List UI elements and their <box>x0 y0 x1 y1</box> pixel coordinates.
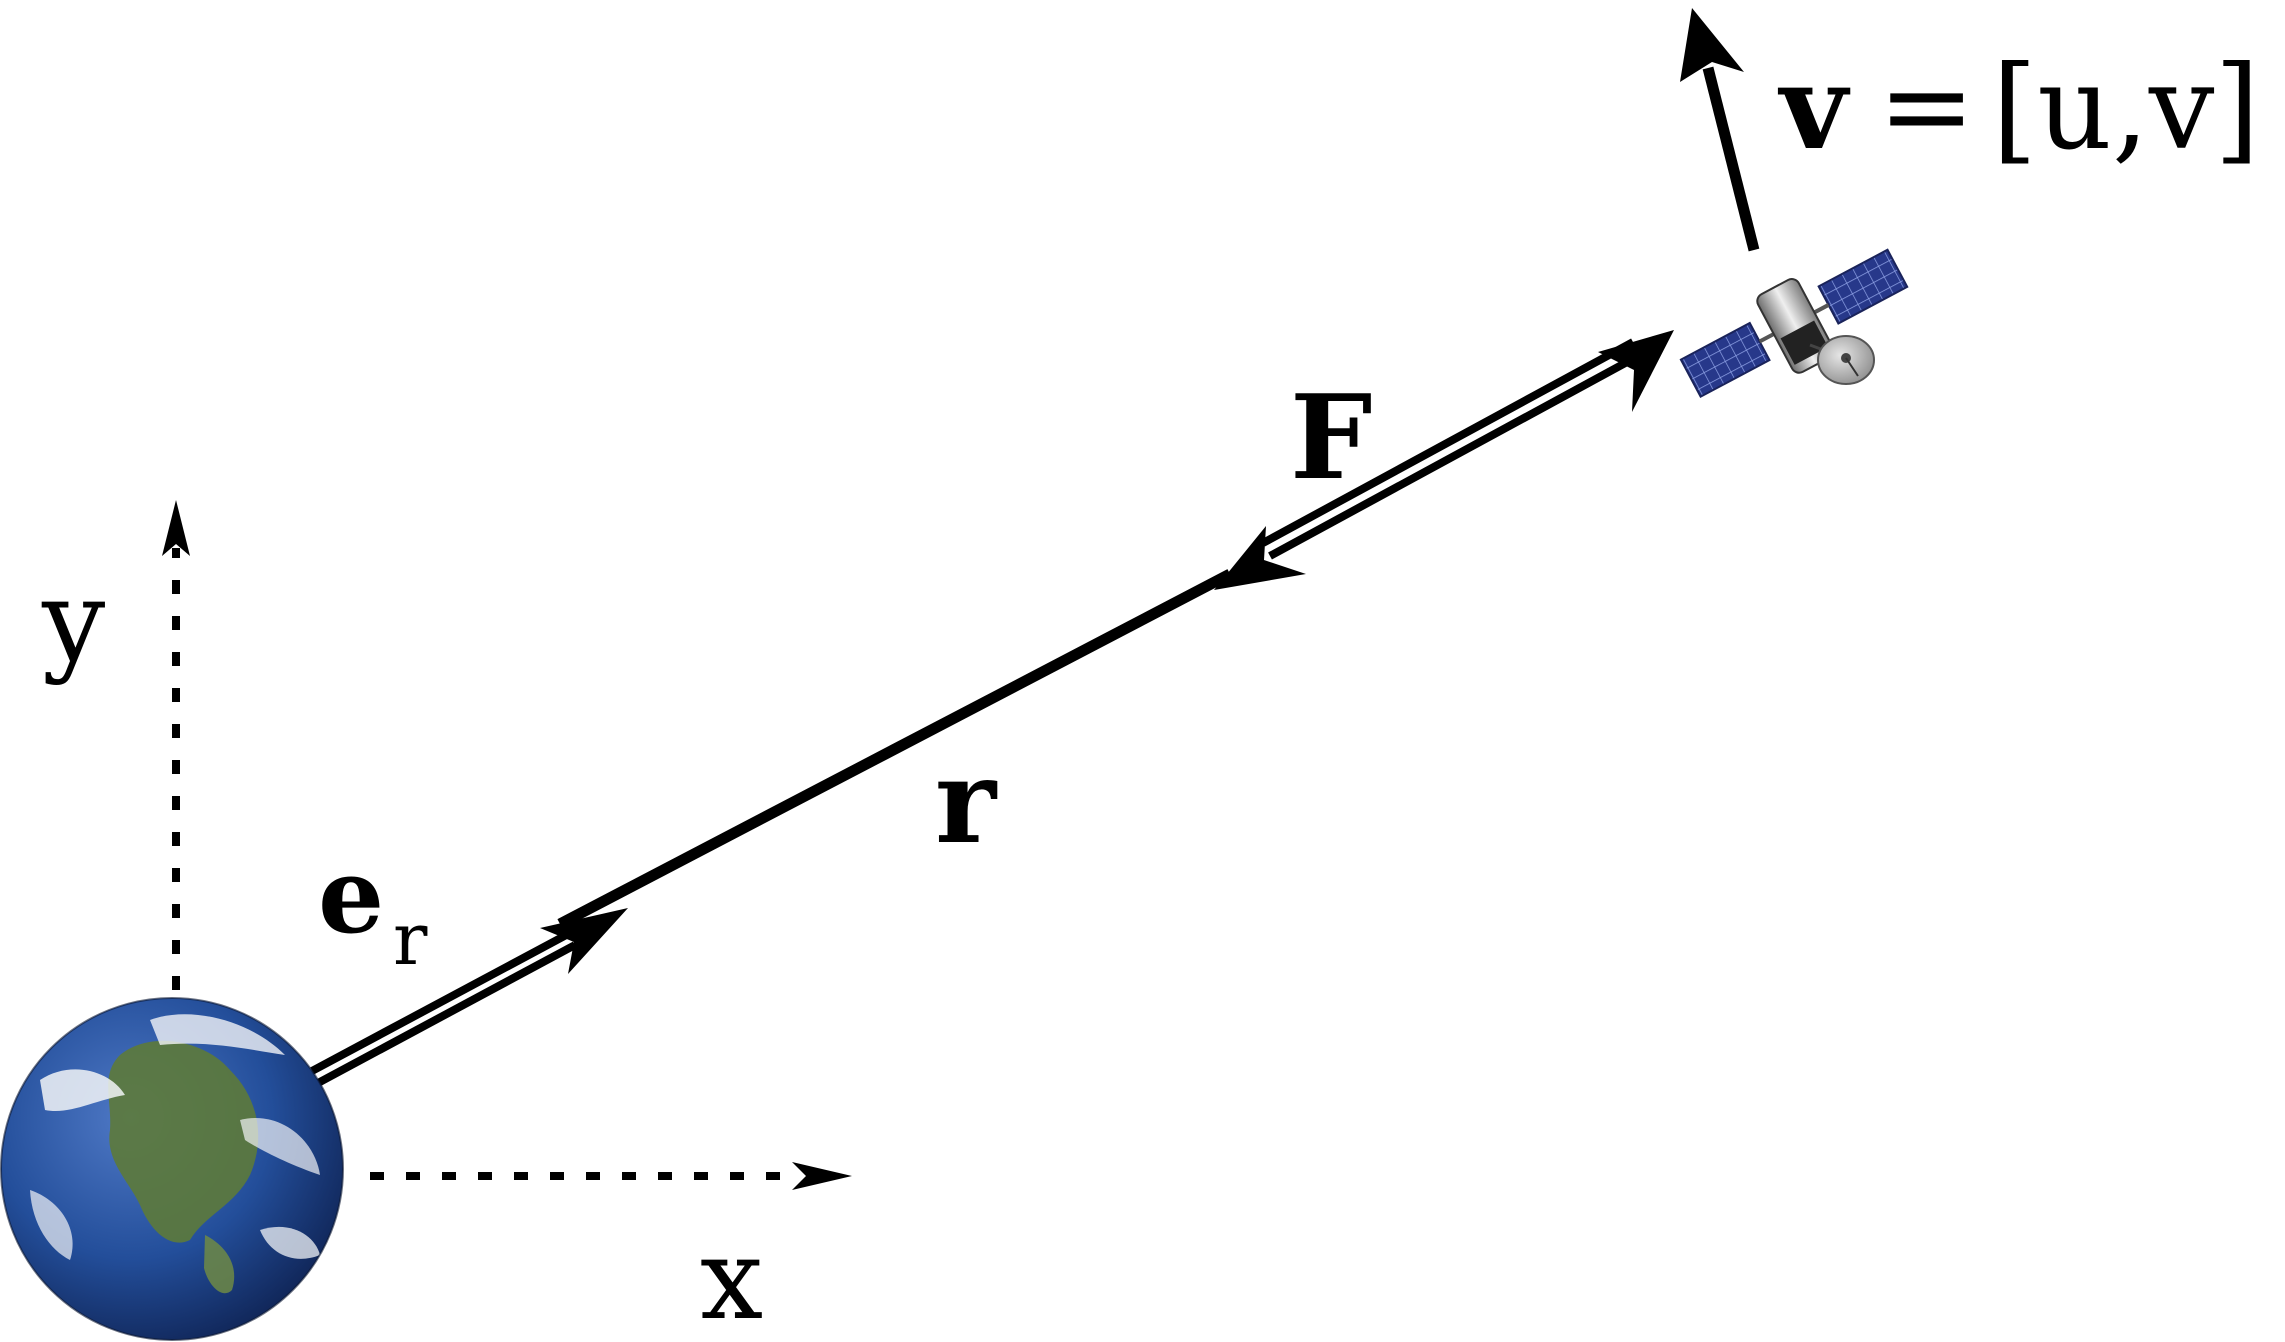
y-axis-label: y <box>41 557 105 687</box>
satellite-icon <box>1679 248 1909 399</box>
force-vector-label: F <box>1290 370 1372 506</box>
position-vector-line <box>557 569 1233 929</box>
unit-vector-label-subscript: r <box>393 897 428 981</box>
position-vector-label: r <box>935 734 998 870</box>
unit-vector-label-base: e <box>318 834 384 957</box>
force-arrowhead-satellite-icon <box>1598 330 1674 412</box>
x-axis-arrowhead-icon <box>792 1162 852 1190</box>
x-axis-label: x <box>700 1215 763 1342</box>
force-vector-arrow <box>1214 330 1674 590</box>
unit-vector-arrowhead-icon <box>540 908 628 974</box>
x-axis <box>370 1162 852 1190</box>
velocity-label: v = [u,v] <box>1777 39 2260 176</box>
earth-globe-icon <box>0 997 344 1341</box>
velocity-label-equals: = <box>1878 39 1975 174</box>
velocity-vector-arrow <box>1680 8 1760 252</box>
force-arrowhead-earth-icon <box>1214 526 1306 590</box>
y-axis <box>162 500 190 990</box>
y-axis-arrowhead-icon <box>162 500 190 556</box>
velocity-label-components: [u,v] <box>1992 41 2260 176</box>
unit-vector-arrow <box>310 908 628 1087</box>
velocity-label-symbol: v <box>1777 40 1851 176</box>
velocity-arrowhead-icon <box>1680 8 1744 82</box>
